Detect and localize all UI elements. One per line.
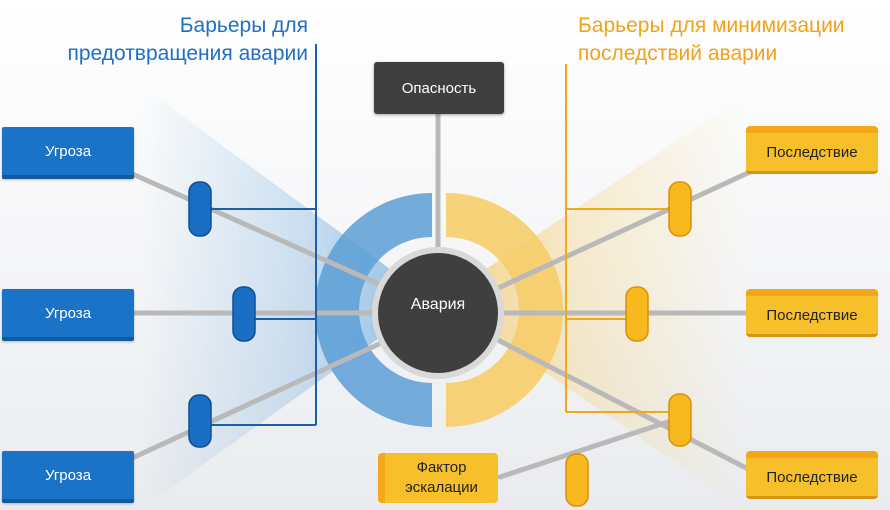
mitigation-barrier-3[interactable] [668,393,692,447]
escalation-barrier[interactable] [565,453,589,507]
prevention-barrier-1[interactable] [188,181,212,237]
consequence-label: Последствие [766,306,858,324]
consequence-box-1[interactable]: Последствие [746,126,878,174]
consequence-3-connector [491,335,753,473]
threat-1-connector [125,169,395,293]
threat-label: Угроза [44,304,92,322]
mitigation-barriers-heading: Барьеры для минимизации последствий авар… [578,14,845,65]
prevention-ring [315,193,432,427]
escalation-factor-box[interactable]: Фактор эскалации [378,453,498,503]
hazard-label: Опасность [401,79,477,97]
consequence-box-3[interactable]: Последствие [746,451,878,499]
consequence-label: Последствие [766,143,858,161]
consequence-label: Последствие [766,468,858,486]
mitigation-ring [446,193,563,427]
threat-box-1[interactable]: Угроза [2,127,134,179]
top-event-circle[interactable] [372,247,504,379]
prevention-barrier-3[interactable] [188,394,212,448]
threat-label: Угроза [44,142,92,160]
threat-box-2[interactable]: Угроза [2,289,134,341]
prevention-fan [140,85,432,510]
prevention-barriers-heading: Барьеры для предотвращения аварии [67,14,308,65]
mitigation-barrier-2[interactable] [625,286,649,342]
top-event-label: Авария [410,296,466,313]
escalation-factor-label: Фактор эскалации [405,459,478,496]
threat-box-3[interactable]: Угроза [2,451,134,503]
escalation-connector [497,415,683,480]
threat-label: Угроза [44,466,92,484]
consequence-1-connector [491,169,753,293]
mitigation-barrier-1[interactable] [668,181,692,237]
hazard-box[interactable]: Опасность [374,62,504,114]
consequence-box-2[interactable]: Последствие [746,289,878,337]
prevention-barrier-2[interactable] [232,286,256,342]
threat-3-connector [125,335,395,463]
